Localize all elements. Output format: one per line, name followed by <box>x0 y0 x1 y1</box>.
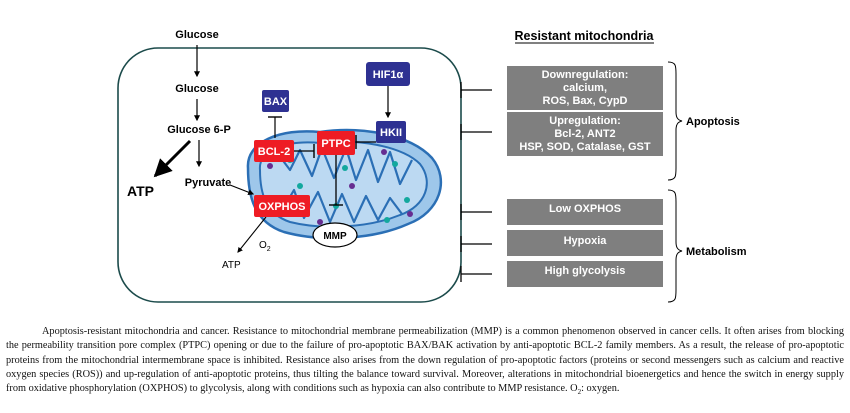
high-glycolysis-label: High glycolysis <box>545 265 626 277</box>
low-oxphos-label: Low OXPHOS <box>549 203 621 215</box>
high-glycolysis-box <box>507 261 663 287</box>
mmp-ellipse <box>312 222 358 248</box>
upregulation-line-3: HSP, SOD, Catalase, GST <box>519 141 651 153</box>
hif1a-label: HIF1α <box>373 69 404 81</box>
pyruvate-label: Pyruvate <box>185 177 231 189</box>
panel-title: Resistant mitochondria <box>515 29 655 43</box>
apoptosis-label: Apoptosis <box>686 116 740 128</box>
caption-tail: : oxygen. <box>581 383 620 395</box>
oxphos-label: OXPHOS <box>258 201 305 213</box>
bcl2-label: BCL-2 <box>258 146 290 158</box>
upregulation-line-2: Bcl-2, ANT2 <box>554 128 615 140</box>
apoptosis-brace <box>667 61 683 181</box>
hkii-label: HKII <box>380 127 402 139</box>
downregulation-line-2: calcium, <box>563 82 607 94</box>
bcl2-box <box>254 140 294 162</box>
bax-box <box>262 90 289 112</box>
hypoxia-box <box>507 230 663 256</box>
atp-production-arrow <box>153 139 192 178</box>
hif1a-box <box>366 62 410 86</box>
caption-subscript: 2 <box>577 388 582 397</box>
figure-canvas: Glucose Glucose Glucose 6-P ATP Pyruvate… <box>117 29 747 303</box>
caption-text: Apoptosis-resistant mitochondria and can… <box>6 326 844 395</box>
glucose-6p-label: Glucose 6-P <box>167 124 231 136</box>
downregulation-line-3: ROS, Bax, CypD <box>543 95 628 107</box>
hypoxia-label: Hypoxia <box>564 235 608 247</box>
metabolism-label: Metabolism <box>686 246 747 258</box>
figure-caption: Apoptosis-resistant mitochondria and can… <box>6 325 844 400</box>
atp-glycolysis-label: ATP <box>127 183 154 199</box>
upregulation-line-1: Upregulation: <box>549 115 621 127</box>
atp-oxphos-label: ATP <box>222 260 241 271</box>
cell-outline <box>117 47 462 303</box>
inhibition-markers <box>460 82 492 282</box>
bax-label: BAX <box>264 96 288 108</box>
low-oxphos-box <box>507 199 663 225</box>
glucose-intracellular-label: Glucose <box>175 83 218 95</box>
downregulation-line-1: Downregulation: <box>542 69 629 81</box>
pyruvate-to-oxphos-arrow <box>229 184 255 196</box>
oxphos-atp-arrow <box>237 216 267 253</box>
ptpc-label: PTPC <box>321 138 350 150</box>
hkii-box <box>376 121 406 143</box>
downregulation-box <box>507 66 663 110</box>
metabolism-brace <box>667 189 683 303</box>
glucose-extracellular-label: Glucose <box>175 29 218 41</box>
ptpc-box <box>317 131 355 155</box>
upregulation-box <box>507 112 663 156</box>
oxygen-label: O2 <box>259 240 271 253</box>
mmp-label: MMP <box>323 231 347 242</box>
oxphos-box <box>254 195 310 217</box>
